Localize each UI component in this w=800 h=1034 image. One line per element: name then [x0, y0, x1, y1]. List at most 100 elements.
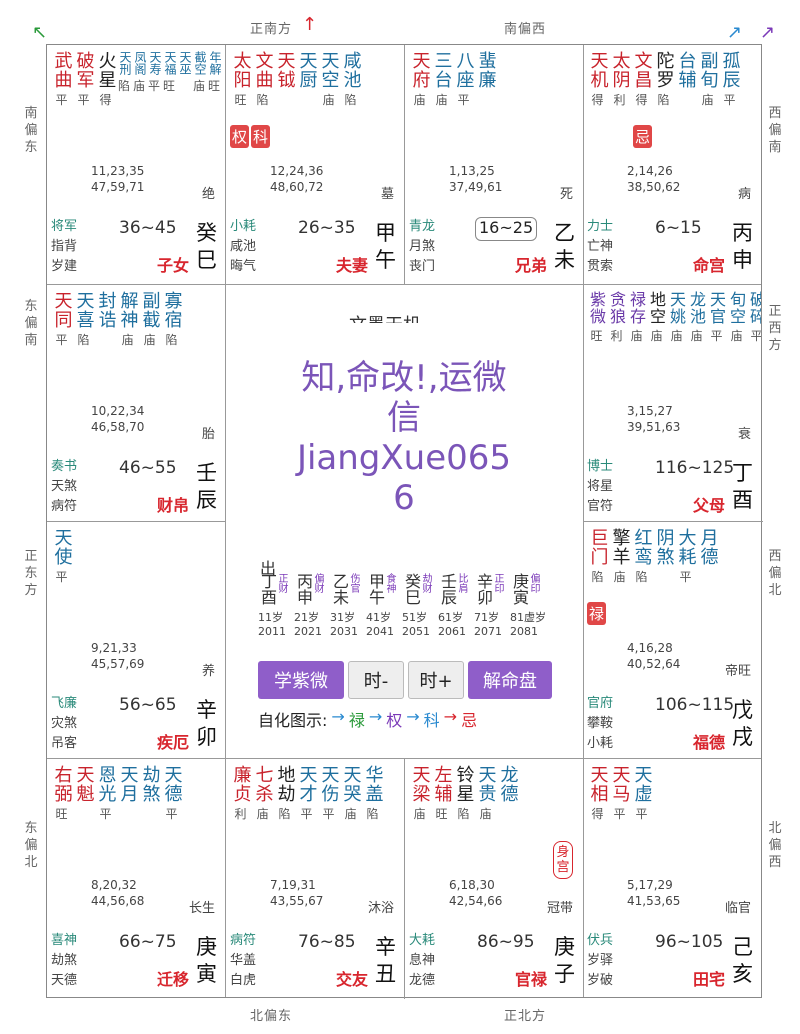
star-brightness: 平: [613, 807, 626, 821]
decade-ten-god: 劫财: [420, 573, 431, 593]
life-stage: 病: [737, 187, 751, 202]
arrow-top-right-icon: ↗: [727, 22, 743, 43]
star: 太阳旺: [230, 51, 252, 107]
palace-name: 子女: [156, 256, 189, 275]
decade-age: 11岁: [258, 611, 283, 624]
current-decade-range[interactable]: 16~25: [475, 217, 538, 241]
transform-tag: 禄: [587, 602, 607, 625]
star-name: 天钺: [274, 51, 296, 89]
direction-left-4: 东偏北: [24, 821, 38, 870]
god-primary: 奏书: [51, 459, 78, 474]
star-brightness: 陷: [366, 807, 379, 821]
decade-age: 81虚岁: [510, 611, 546, 624]
direction-right-1: 西偏南: [768, 106, 782, 155]
star-brightness: 平: [457, 93, 470, 107]
star: 孤辰平: [719, 51, 741, 107]
palace-name: 官禄: [514, 970, 547, 989]
star-brightness: 平: [750, 329, 761, 343]
god-secondary: 天煞: [51, 479, 78, 494]
star-name: 太阴: [609, 51, 631, 89]
stem: 丙: [732, 221, 753, 245]
star-name: 擎羊: [609, 528, 631, 566]
star-name: 天寿: [148, 51, 162, 75]
star-name: 地空: [647, 291, 666, 325]
god-secondary: 息神: [409, 953, 436, 968]
star: 天才平: [296, 765, 318, 821]
star: 恩光平: [95, 765, 117, 821]
star-list: 廉贞利七杀庙地劫陷天才平天伤平天哭庙华盖陷: [230, 765, 402, 821]
transform-tag: 忌: [633, 125, 653, 148]
god-primary: 青龙: [409, 219, 436, 234]
star: 龙德: [497, 765, 519, 820]
ages-line-1: 7,19,31: [270, 878, 316, 892]
grid-line: [47, 758, 761, 759]
stem: 癸: [196, 221, 217, 245]
star: 红鸾陷: [631, 528, 653, 584]
star: 天空庙: [318, 51, 340, 107]
interpret-chart-button[interactable]: 解命盘: [468, 661, 552, 699]
life-stage: 死: [559, 187, 573, 202]
star-brightness: 平: [710, 329, 723, 343]
star-brightness: 利: [613, 93, 626, 107]
star-name: 天使: [51, 528, 73, 566]
branch: 卯: [196, 725, 217, 749]
star-name: 蜚廉: [475, 51, 497, 89]
ages-line-2: 45,57,69: [91, 657, 145, 671]
life-stage: 临官: [724, 901, 751, 916]
learn-ziwei-button[interactable]: 学紫微: [258, 661, 344, 699]
star-name: 火星: [95, 51, 117, 89]
decade-year: 2061: [438, 625, 466, 638]
star-name: 太阳: [230, 51, 252, 89]
star-small: 天刑陷: [117, 51, 132, 106]
star: 破军平: [73, 51, 95, 107]
star-brightness: 庙: [613, 570, 626, 584]
god-tertiary: 贯索: [587, 259, 614, 274]
chart-grid: [46, 44, 763, 999]
hour-minus-button[interactable]: 时-: [348, 661, 404, 699]
branch: 午: [375, 248, 396, 272]
star-brightness: 平: [147, 79, 160, 93]
star: 蜚廉: [475, 51, 497, 106]
star-list: 巨门陷擎羊庙红鸾陷阴煞大耗平月德: [587, 528, 759, 584]
god-tertiary: 天德: [51, 973, 78, 988]
star: 副旬庙: [697, 51, 719, 107]
decade-range: 116~125: [655, 458, 735, 478]
god-primary: 力士: [587, 219, 614, 234]
star: 天府庙: [409, 51, 431, 107]
star-name: 天机: [587, 51, 609, 89]
body-palace-badge: 身宫: [553, 841, 573, 879]
ages-line-1: 2,14,26: [627, 164, 673, 178]
star: 武曲平: [51, 51, 73, 107]
legend-arrow-icon: →: [331, 707, 345, 726]
star-brightness: 平: [322, 807, 335, 821]
ages-line-2: 48,60,72: [270, 180, 324, 194]
stem: 己: [732, 935, 753, 959]
direction-right-3: 西偏北: [768, 549, 782, 598]
star-name: 七杀: [252, 765, 274, 803]
star-name: 天魁: [73, 765, 95, 803]
hour-plus-button[interactable]: 时+: [408, 661, 464, 699]
star: 右弼旺: [51, 765, 73, 821]
star-brightness: 陷: [165, 333, 178, 347]
